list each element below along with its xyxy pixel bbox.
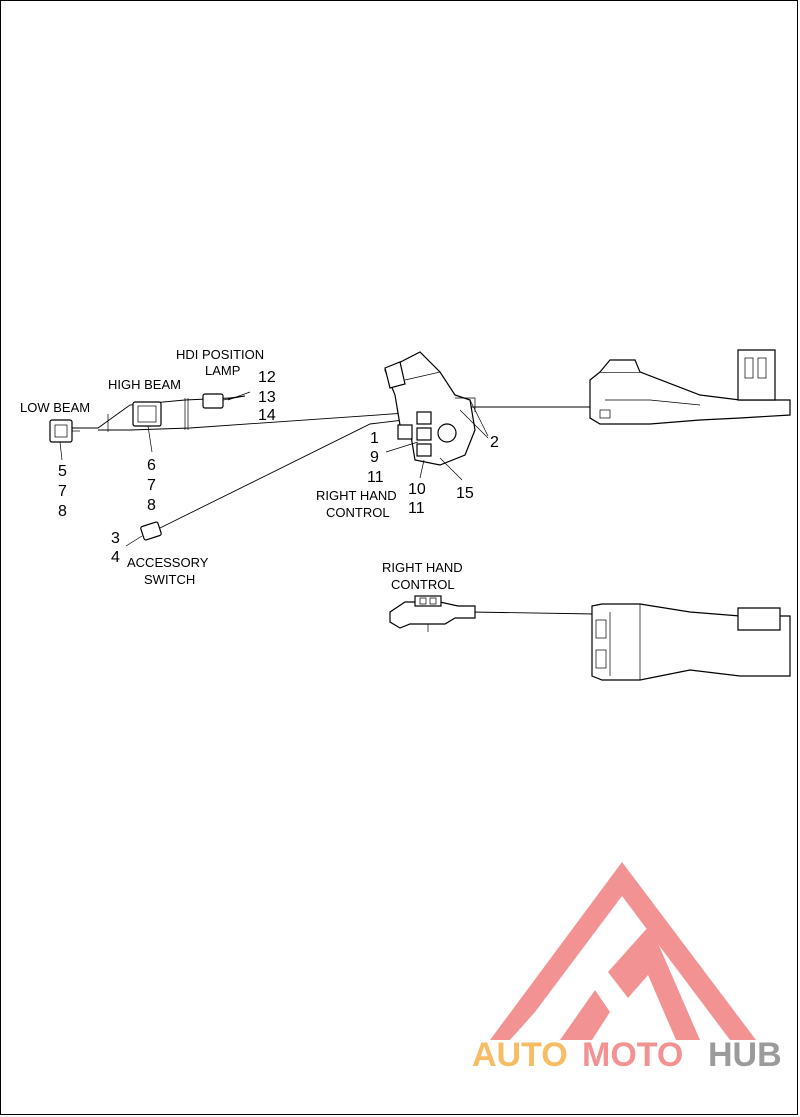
callout-numbers: 5 7 8 6 7 8 12 13 14 3 4 1 9 11 10 11 2 …	[58, 369, 499, 566]
right-hand-control-top-label-2: CONTROL	[326, 505, 390, 520]
svg-text:HUB: HUB	[708, 1036, 782, 1074]
callout-control-9: 9	[370, 449, 379, 466]
watermark-text: AUTO MOTO HUB	[472, 1036, 782, 1074]
automotohub-watermark: AUTO MOTO HUB	[472, 862, 782, 1074]
high-beam-label: HIGH BEAM	[108, 377, 181, 392]
right-hand-control-bottom-assembly	[389, 595, 476, 632]
handlebar-housing-bottom	[591, 603, 791, 681]
callout-hdi-3: 14	[258, 407, 276, 424]
low-beam-connector	[49, 419, 80, 443]
callout-high-beam-2: 7	[147, 477, 156, 494]
callout-accessory-2: 4	[111, 549, 120, 566]
callout-control-2: 2	[490, 434, 499, 451]
hdi-position-label: HDI POSITION	[176, 347, 264, 362]
callout-control-15: 15	[456, 485, 474, 502]
callout-high-beam-1: 6	[147, 457, 156, 474]
component-labels: LOW BEAM HIGH BEAM HDI POSITION LAMP ACC…	[20, 347, 463, 592]
handlebar-housing-top	[589, 349, 791, 425]
callout-control-1: 1	[370, 430, 379, 447]
svg-text:AUTO: AUTO	[472, 1036, 568, 1074]
low-beam-label: LOW BEAM	[20, 400, 90, 415]
svg-text:MOTO: MOTO	[582, 1036, 683, 1074]
accessory-label: ACCESSORY	[127, 555, 209, 570]
callout-hdi-2: 13	[258, 389, 276, 406]
callout-control-11a: 11	[367, 469, 384, 486]
callout-low-beam-3: 8	[58, 503, 67, 520]
callout-accessory-1: 3	[111, 530, 120, 547]
callout-control-11b: 11	[408, 500, 425, 517]
leader-lines	[59, 391, 489, 481]
callout-low-beam-2: 7	[58, 483, 67, 500]
lamp-label: LAMP	[205, 363, 240, 378]
right-hand-control-top-label-1: RIGHT HAND	[316, 488, 397, 503]
high-beam-connector	[107, 401, 162, 432]
accessory-switch-connector	[125, 521, 162, 547]
right-hand-control-bottom-label-1: RIGHT HAND	[382, 560, 463, 575]
callout-low-beam-1: 5	[58, 463, 67, 480]
callout-hdi-1: 12	[258, 369, 276, 386]
callout-control-10: 10	[408, 481, 426, 498]
switch-label: SWITCH	[144, 572, 195, 587]
right-hand-control-bottom-label-2: CONTROL	[391, 577, 455, 592]
callout-high-beam-3: 8	[147, 497, 156, 514]
right-hand-control-top-assembly	[384, 351, 476, 466]
